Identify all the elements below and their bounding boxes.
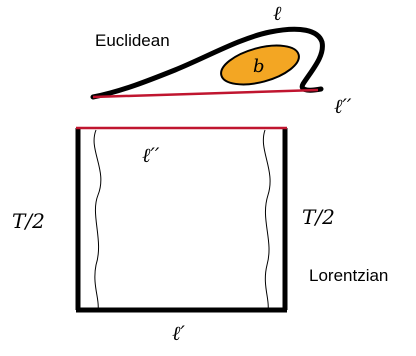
label-t-half-left: T/2	[12, 209, 45, 233]
euclidean-cut-line	[92, 88, 319, 99]
label-ell-double-prime-inside: ℓ′′	[142, 143, 160, 167]
blob-b	[220, 44, 300, 86]
label-lorentzian: Lorentzian	[309, 266, 388, 285]
euclidean-boundary-curve	[90, 26, 325, 100]
label-ell-prime-bottom: ℓ′	[172, 321, 185, 345]
label-ell-top: ℓ	[273, 1, 282, 25]
label-ell-double-prime-right: ℓ′′	[334, 94, 352, 118]
label-t-half-right: T/2	[302, 205, 335, 229]
label-euclidean: Euclidean	[95, 31, 170, 50]
wavy-curve-right	[262, 129, 271, 311]
label-b: b	[253, 56, 265, 77]
wavy-curve-left	[93, 129, 102, 311]
